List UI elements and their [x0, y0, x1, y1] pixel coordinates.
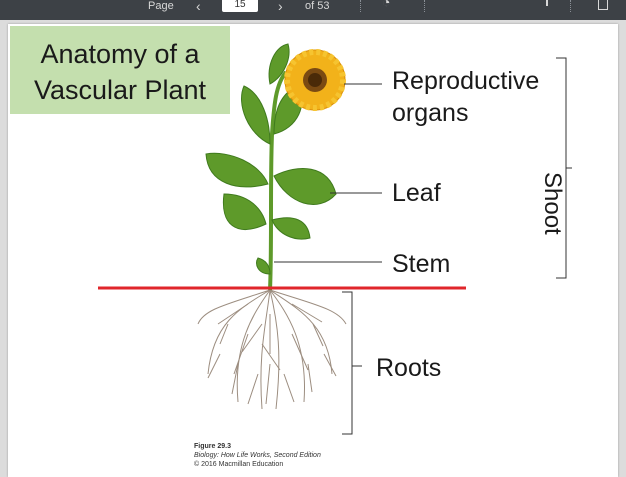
figure-copyright: © 2016 Macmillan Education	[194, 461, 284, 468]
title-line-2: Vascular Plant	[33, 75, 207, 105]
toolbar-divider	[360, 0, 362, 12]
pdf-toolbar: Page ‹ 15 › of 53 ◔	[0, 0, 626, 20]
roots-bracket	[342, 291, 362, 435]
title-box: Anatomy of a Vascular Plant	[10, 26, 230, 114]
history-icon[interactable]: ◔	[382, 0, 391, 10]
stem-label: Stem	[392, 250, 451, 278]
sidebar-toggle-icon[interactable]	[598, 0, 608, 10]
chevron-right-icon[interactable]: ›	[278, 0, 283, 14]
slide-title: Anatomy of a Vascular Plant	[10, 36, 230, 108]
figure-source: Biology: How Life Works, Second Edition	[194, 452, 321, 459]
stem-illustration	[268, 70, 288, 291]
shoot-bracket	[556, 57, 572, 279]
roots-label: Roots	[376, 354, 442, 382]
page-total: of 53	[305, 0, 330, 12]
roots-illustration	[197, 289, 347, 410]
reproductive-organs-label: Reproductive organs	[392, 65, 539, 129]
shoot-label: Shoot	[539, 172, 566, 235]
sunflower-illustration	[284, 49, 346, 111]
reproductive-line-1: Reproductive	[392, 67, 540, 95]
page-label: Page	[148, 0, 174, 12]
leaves-illustration	[205, 43, 337, 275]
slide: Anatomy of a Vascular Plant	[8, 24, 618, 477]
chevron-left-icon[interactable]: ‹	[196, 0, 201, 14]
figure-number: Figure 29.3	[194, 443, 231, 450]
toolbar-divider	[424, 0, 426, 12]
figure-caption: Figure 29.3 Biology: How Life Works, Sec…	[194, 442, 321, 469]
title-line-1: Anatomy of a	[40, 39, 200, 69]
reproductive-line-2: organs	[392, 99, 469, 127]
toolbar-divider	[570, 0, 572, 12]
toolbar-marker	[546, 0, 548, 6]
leaf-label: Leaf	[392, 179, 441, 207]
plant-diagram	[98, 43, 572, 435]
page-number-input[interactable]: 15	[222, 0, 258, 12]
